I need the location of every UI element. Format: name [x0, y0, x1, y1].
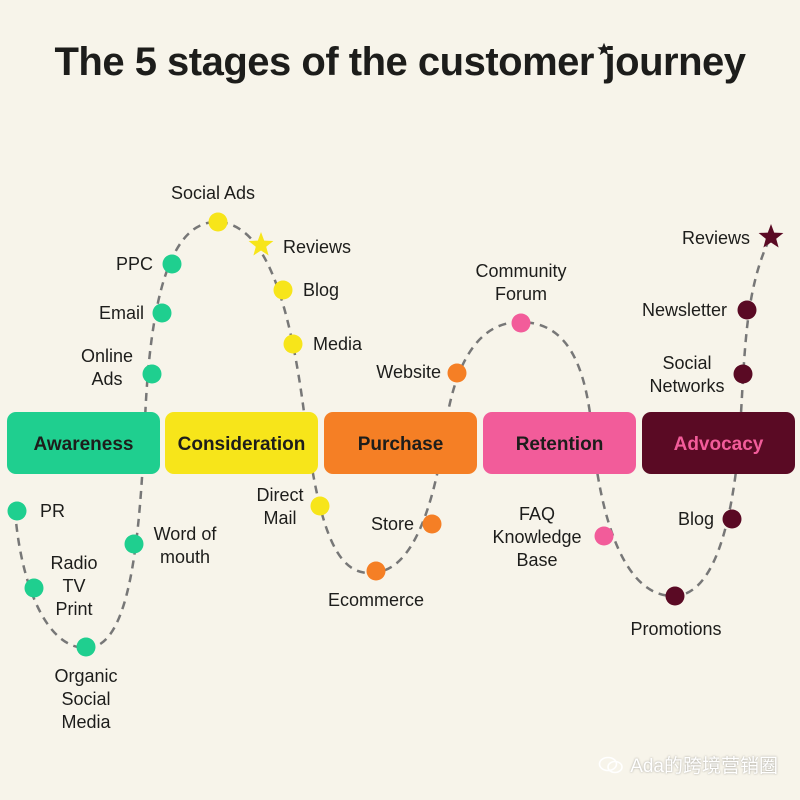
stage-box-retention	[483, 412, 636, 474]
stage-box-purchase	[324, 412, 477, 474]
channel-advocacy-blog-marker	[722, 509, 742, 529]
channel-consideration-social-ads-label: Social Ads	[171, 183, 255, 203]
channel-consideration-social-ads-marker	[208, 212, 228, 232]
channel-purchase-website-label: Website	[376, 362, 441, 382]
channel-advocacy-promotions-label: Promotions	[630, 619, 721, 639]
channel-retention-community-forum-marker	[511, 313, 531, 333]
journey-path	[13, 220, 772, 650]
channel-awareness-online-ads-marker	[142, 364, 162, 384]
channel-awareness-email-marker	[152, 303, 172, 323]
channel-retention-faq-knowledge-base-marker	[594, 526, 614, 546]
stage-box-advocacy	[642, 412, 795, 474]
channel-awareness-ppc-label: PPC	[116, 254, 153, 274]
channel-awareness-pr-marker	[7, 501, 27, 521]
star-icon	[597, 42, 611, 56]
channel-consideration-reviews-label: Reviews	[283, 237, 351, 257]
channel-advocacy-promotions-marker	[665, 586, 685, 606]
stage-box-awareness	[7, 412, 160, 474]
channel-advocacy-newsletter-marker	[737, 300, 757, 320]
page-title: The 5 stages of the customer journey	[54, 40, 746, 84]
channel-awareness-pr-label: PR	[40, 501, 65, 521]
channel-consideration-direct-mail-marker	[310, 496, 330, 516]
channel-purchase-ecommerce-label: Ecommerce	[328, 590, 424, 610]
channel-consideration-blog-label: Blog	[303, 280, 339, 300]
channel-awareness-radio-tv-print-marker	[24, 578, 44, 598]
channel-purchase-website-marker	[447, 363, 467, 383]
stage-label-consideration: Consideration	[178, 434, 306, 455]
channel-purchase-store-marker	[422, 514, 442, 534]
channel-awareness-word-of-mouth-marker	[124, 534, 144, 554]
chat-bubbles-icon	[598, 756, 623, 773]
stage-label-retention: Retention	[516, 434, 604, 455]
stage-label-advocacy: Advocacy	[674, 434, 764, 455]
channel-consideration-blog-marker	[273, 280, 293, 300]
channel-advocacy-newsletter-label: Newsletter	[642, 300, 727, 320]
channel-advocacy-reviews-label: Reviews	[682, 228, 750, 248]
watermark-text: Ada的跨境营销圈	[630, 756, 778, 777]
channel-awareness-ppc-marker	[162, 254, 182, 274]
stage-label-awareness: Awareness	[34, 434, 134, 455]
channel-purchase-ecommerce-marker	[366, 561, 386, 581]
stage-label-purchase: Purchase	[358, 434, 444, 455]
watermark: Ada的跨境营销圈	[598, 751, 778, 778]
channel-consideration-reviews-star-icon	[248, 232, 274, 256]
stage-box-consideration	[165, 412, 318, 474]
channel-purchase-store-label: Store	[371, 514, 414, 534]
channel-consideration-media-label: Media	[313, 334, 363, 354]
channel-advocacy-social-networks-marker	[733, 364, 753, 384]
channel-consideration-media-marker	[283, 334, 303, 354]
channel-advocacy-reviews-star-icon	[758, 224, 784, 248]
channel-awareness-organic-social-media-marker	[76, 637, 96, 657]
channel-awareness-email-label: Email	[99, 303, 144, 323]
channel-advocacy-blog-label: Blog	[678, 509, 714, 529]
